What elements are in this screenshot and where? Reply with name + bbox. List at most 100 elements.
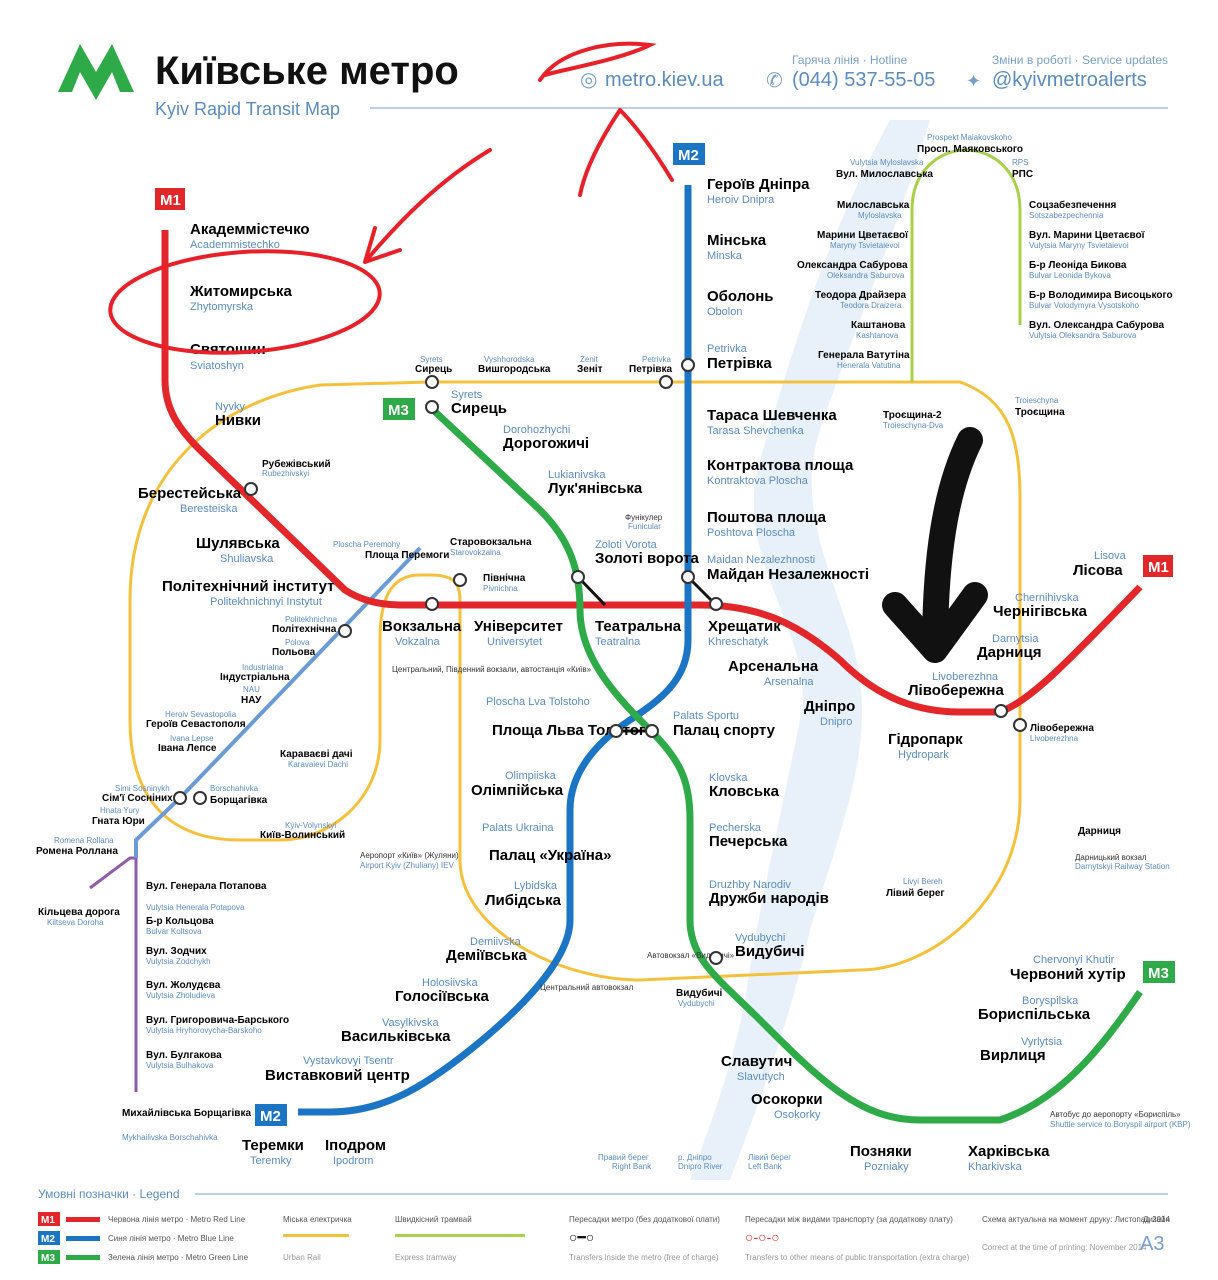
- svg-text:Vydubychi: Vydubychi: [678, 999, 715, 1008]
- svg-text:Милославська: Милославська: [837, 200, 910, 211]
- svg-text:Північна: Північна: [483, 573, 526, 584]
- svg-text:Гната Юри: Гната Юри: [92, 816, 145, 827]
- svg-text:Б-р Кольцова: Б-р Кольцова: [146, 916, 214, 927]
- svg-text:Vulytsia Bulhakova: Vulytsia Bulhakova: [146, 1061, 214, 1070]
- svg-text:Teremky: Teremky: [250, 1155, 292, 1167]
- svg-text:Vyshhorodska: Vyshhorodska: [484, 355, 535, 364]
- page-title: Київське метро: [155, 49, 459, 93]
- svg-text:Палац спорту: Палац спорту: [673, 722, 776, 739]
- svg-text:Нивки: Нивки: [215, 412, 261, 429]
- svg-text:Teatralna: Teatralna: [595, 636, 641, 648]
- svg-text:Zoloti Vorota: Zoloti Vorota: [595, 539, 658, 551]
- svg-text:Ромена Роллана: Ромена Роллана: [36, 846, 118, 857]
- svg-text:Karavaievi Dachi: Karavaievi Dachi: [288, 760, 348, 769]
- svg-text:Transfers to other means of pu: Transfers to other means of public trans…: [745, 1253, 970, 1262]
- svg-text:Prospekt Maiakovskoho: Prospekt Maiakovskoho: [927, 133, 1012, 142]
- svg-text:Деміївська: Деміївська: [446, 947, 527, 964]
- svg-text:Correct at the time of printin: Correct at the time of printing: Novembe…: [982, 1243, 1147, 1252]
- svg-text:M2: M2: [678, 147, 699, 164]
- svg-text:Arsenalna: Arsenalna: [764, 676, 814, 688]
- m1-line: [161, 230, 1143, 716]
- svg-text:Lisova: Lisova: [1094, 550, 1127, 562]
- svg-text:Польова: Польова: [272, 647, 316, 658]
- svg-text:Zhytomyrska: Zhytomyrska: [190, 301, 254, 313]
- svg-text:Олександра Сабурова: Олександра Сабурова: [797, 259, 908, 271]
- interchange-marker: [709, 597, 723, 611]
- interchange-marker: [645, 724, 659, 738]
- svg-text:Darnytskyi Railway Station: Darnytskyi Railway Station: [1075, 862, 1170, 871]
- svg-text:Івана Лепсе: Івана Лепсе: [158, 743, 217, 754]
- twitter-handle[interactable]: @kyivmetroalerts: [992, 69, 1147, 91]
- svg-text:M1: M1: [41, 1215, 55, 1226]
- svg-text:Vyrlytsia: Vyrlytsia: [1021, 1036, 1063, 1048]
- svg-text:Б-р Леоніда Бикова: Б-р Леоніда Бикова: [1029, 260, 1127, 271]
- svg-text:Вишгородська: Вишгородська: [478, 364, 551, 375]
- svg-text:Майдан Незалежності: Майдан Незалежності: [707, 566, 869, 583]
- svg-text:Vulytsia Henerala Potapova: Vulytsia Henerala Potapova: [146, 903, 245, 912]
- svg-text:M1: M1: [1148, 559, 1169, 576]
- svg-text:Михайлівська Борщагівка: Михайлівська Борщагівка: [122, 1108, 251, 1119]
- svg-text:Airport Kyiv (Zhuliany) IEV: Airport Kyiv (Zhuliany) IEV: [360, 861, 454, 870]
- hotline-phone[interactable]: (044) 537-55-05: [792, 69, 935, 91]
- svg-text:Червона лінія метро · Metro Re: Червона лінія метро · Metro Red Line: [108, 1215, 246, 1224]
- svg-text:Vulytsia Zodchykh: Vulytsia Zodchykh: [146, 957, 211, 966]
- updates-label: Зміни в роботі · Service updates: [992, 53, 1168, 67]
- svg-text:Вул. Булгакова: Вул. Булгакова: [146, 1050, 222, 1061]
- svg-text:Теодора Драйзера: Теодора Драйзера: [815, 290, 907, 301]
- svg-text:Vulytsia Zholudieva: Vulytsia Zholudieva: [146, 991, 216, 1000]
- svg-text:Left Bank: Left Bank: [748, 1162, 783, 1171]
- svg-text:Beresteiska: Beresteiska: [180, 503, 238, 515]
- svg-text:Центральний, Південний вокзали: Центральний, Південний вокзали, автостан…: [392, 665, 592, 674]
- svg-text:Вул. Григоровича-Барського: Вул. Григоровича-Барського: [146, 1015, 289, 1026]
- svg-text:Вул. Марини Цветаєвої: Вул. Марини Цветаєвої: [1029, 230, 1145, 241]
- svg-text:Вирлиця: Вирлиця: [980, 1047, 1046, 1064]
- svg-text:Автобус до аеропорту «Бориспіл: Автобус до аеропорту «Бориспіль»: [1050, 1110, 1181, 1119]
- svg-text:Печерська: Печерська: [709, 833, 788, 850]
- svg-text:Умовні позначки · Legend: Умовні позначки · Legend: [38, 1187, 180, 1201]
- svg-text:Каштанова: Каштанова: [851, 320, 906, 331]
- svg-text:Дизайн: Дизайн: [1143, 1215, 1170, 1224]
- svg-text:Індустріальна: Індустріальна: [220, 672, 290, 683]
- svg-text:Оболонь: Оболонь: [707, 288, 774, 305]
- svg-text:Борщагівка: Борщагівка: [210, 795, 268, 806]
- svg-text:Vystavkovyi Tsentr: Vystavkovyi Tsentr: [303, 1055, 394, 1067]
- black-arrow-annotation: [882, 427, 988, 663]
- svg-text:Вул. Жолудєва: Вул. Жолудєва: [146, 980, 221, 991]
- svg-text:Henerala Vatutina: Henerala Vatutina: [837, 361, 901, 370]
- svg-text:Sotszabezpechennia: Sotszabezpechennia: [1029, 211, 1104, 220]
- svg-text:Житомирська: Житомирська: [189, 283, 292, 300]
- svg-text:Генерала Ватутіна: Генерала Ватутіна: [818, 350, 910, 361]
- svg-text:Troieschyna: Troieschyna: [1015, 396, 1059, 405]
- svg-text:Teodora Draizera: Teodora Draizera: [840, 301, 902, 310]
- header: Київське метро Kyiv Rapid Transit Map ◎ …: [58, 44, 1168, 119]
- svg-text:M3: M3: [41, 1253, 55, 1264]
- svg-text:Олімпійська: Олімпійська: [471, 782, 564, 799]
- svg-text:Видубичі: Видубичі: [735, 943, 804, 960]
- legend: Умовні позначки · Legend M1 Червона ліні…: [38, 1187, 1171, 1264]
- website-link[interactable]: metro.kiev.ua: [605, 69, 724, 91]
